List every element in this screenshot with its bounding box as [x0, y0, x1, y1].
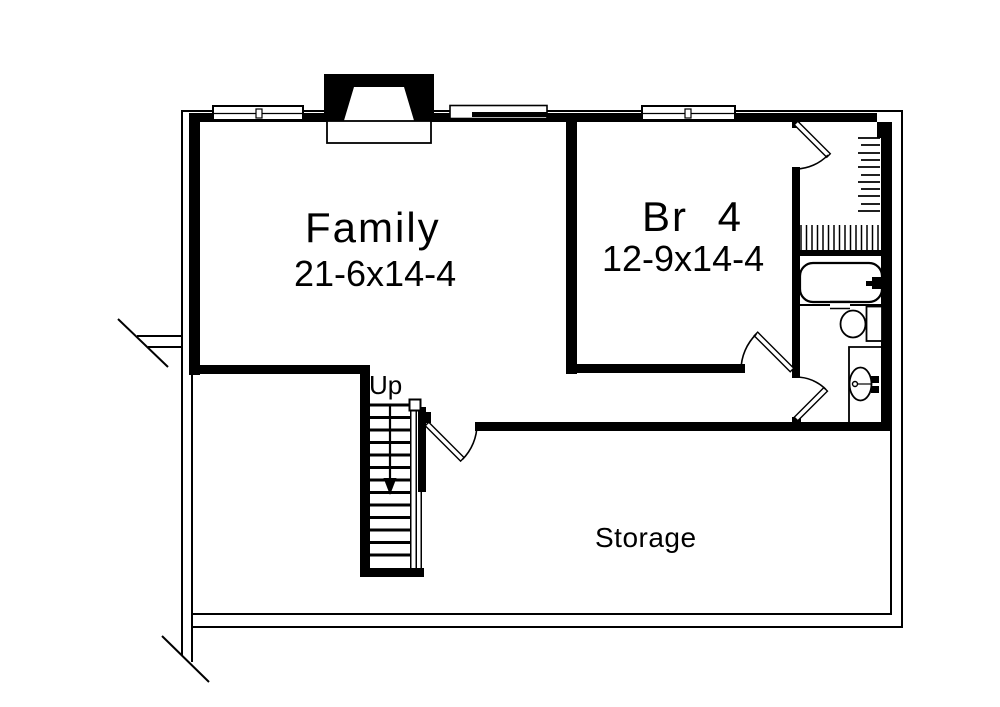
right-wall — [881, 138, 892, 431]
hearth — [326, 120, 432, 144]
stairs-up-label: Up — [369, 370, 403, 400]
closet — [800, 137, 880, 250]
clothes-rod — [800, 225, 879, 250]
storage-door-jamb — [423, 412, 431, 423]
stair-direction-arrow — [383, 404, 397, 495]
bath-door-jamb — [792, 417, 801, 428]
family-left-wall — [189, 113, 200, 375]
break-mark-left — [117, 318, 169, 368]
fireplace — [324, 74, 434, 144]
right-wall-step — [877, 122, 892, 138]
toilet — [839, 305, 883, 342]
wall-break-marks — [117, 318, 210, 683]
closet-door — [793, 120, 832, 170]
family-bottom-wall — [190, 365, 370, 374]
stair-railing — [409, 403, 423, 568]
stair-guard-wall — [418, 407, 426, 492]
br4-bottom-wall — [566, 364, 745, 373]
foundation-walls — [137, 110, 903, 662]
doors — [424, 120, 832, 463]
br4-left-wall — [566, 113, 577, 374]
closet-bath-divider — [798, 250, 883, 256]
room-label-storage: Storage — [595, 522, 697, 553]
storage-door — [424, 421, 478, 463]
storage-top-wall — [475, 422, 892, 431]
bathroom — [798, 261, 884, 422]
room-dims-br4: 12-9x14-4 — [602, 238, 765, 279]
newel-post — [408, 398, 422, 412]
walls — [189, 113, 892, 577]
tub-platform-edge — [798, 300, 883, 310]
bathtub — [798, 261, 884, 304]
br4-door — [740, 331, 795, 373]
sink-faucet-icon — [871, 376, 879, 383]
tub-faucet-icon — [872, 277, 882, 289]
break-mark-bottom — [161, 635, 210, 683]
stair-end-wall — [360, 568, 424, 577]
vanity-counter — [848, 346, 882, 422]
room-label-br4: Br 4 — [642, 193, 744, 240]
br4-window — [641, 105, 736, 121]
family-window — [212, 105, 304, 121]
room-label-family: Family — [305, 204, 441, 251]
bath-left-wall — [792, 167, 800, 378]
windows — [212, 104, 736, 121]
sink-vanity — [848, 346, 882, 422]
closet-shelves — [858, 137, 880, 212]
stair-left-wall — [360, 365, 370, 577]
staircase — [370, 398, 423, 568]
room-dims-family: 21-6x14-4 — [294, 253, 457, 294]
bath-door — [793, 376, 829, 422]
toilet-tank — [865, 305, 883, 342]
family-high-window — [449, 104, 548, 120]
